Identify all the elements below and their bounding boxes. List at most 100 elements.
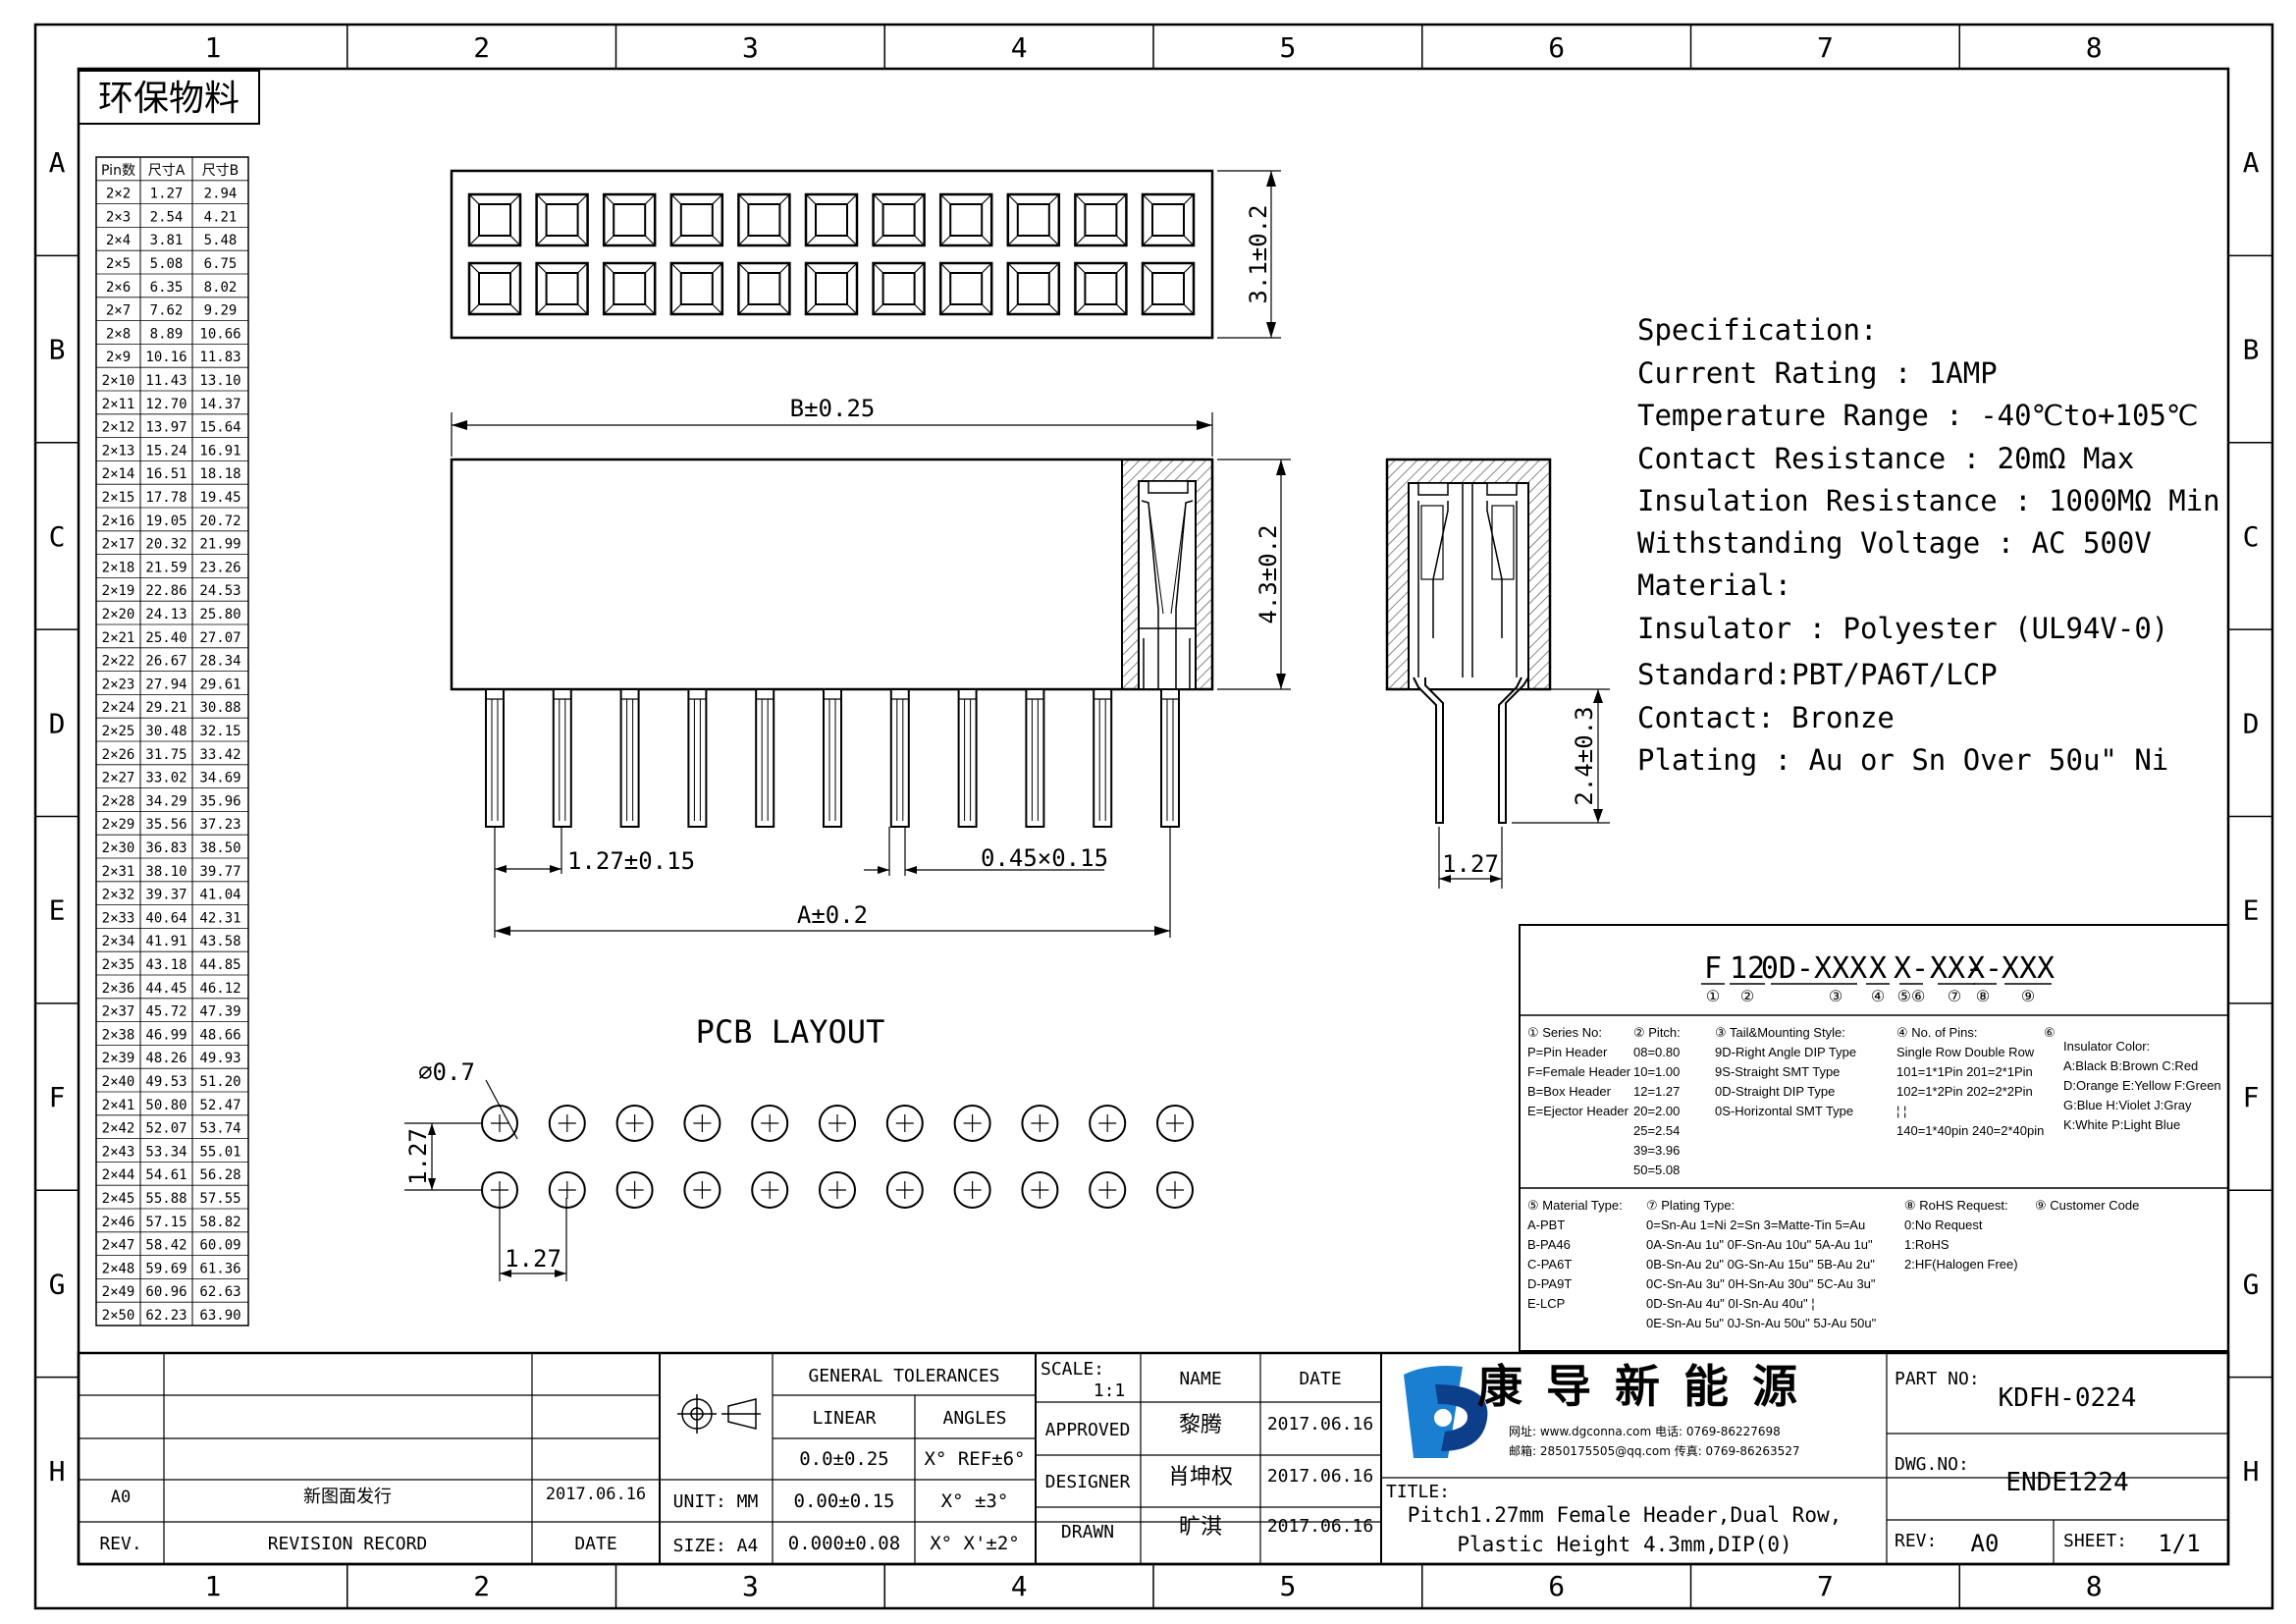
size-table-cell: 7.62	[150, 303, 184, 319]
size-table-cell: 2×42	[102, 1121, 135, 1137]
tolerance-angle: X° ±3°	[941, 1490, 1009, 1512]
code-legend-line: F=Female Header	[1527, 1064, 1631, 1079]
code-segment: X-	[1894, 951, 1929, 986]
size-table-cell: 41.91	[145, 934, 187, 949]
dim-width-b: B±0.25	[790, 395, 876, 422]
zone-row-label: C	[49, 520, 66, 553]
socket-hole	[1074, 261, 1128, 316]
size-table-cell: 2×20	[102, 607, 135, 623]
zone-row-label: A	[2243, 146, 2260, 179]
code-legend-line: D:Orange E:Yellow F:Green	[2063, 1078, 2221, 1093]
size-table-cell: 27.07	[199, 630, 240, 646]
size-table-cell: 2.94	[204, 187, 238, 202]
size-table-cell: 63.90	[199, 1308, 240, 1324]
spec-line: Temperature Range : -40℃to+105℃	[1637, 399, 2198, 432]
spec-line: Contact Resistance : 20mΩ Max	[1637, 442, 2134, 475]
zone-col-label: 7	[1817, 31, 1834, 64]
angles-label: ANGLES	[942, 1408, 1006, 1429]
size-table-cell: 39.77	[199, 864, 240, 880]
size-table-cell: 13.10	[199, 373, 240, 389]
size-table-cell: 2.54	[150, 209, 184, 225]
code-legend-line: K:White P:Light Blue	[2063, 1117, 2180, 1132]
size-table-cell: 11.43	[145, 373, 187, 389]
code-legend-line: 0E-Sn-Au 5u" 0J-Sn-Au 50u" 5J-Au 50u"	[1646, 1316, 1877, 1330]
socket-hole	[669, 192, 724, 247]
code-legend-line: ⑨ Customer Code	[2035, 1198, 2139, 1213]
size-table-cell: 2×39	[102, 1051, 135, 1066]
company-contact: 邮箱: 2850175505@qq.com 传真: 0769-86263527	[1509, 1443, 1800, 1458]
size-table-cell: 2×45	[102, 1191, 135, 1207]
code-legend-line: D-PA9T	[1527, 1276, 1572, 1291]
code-segment: 12	[1730, 951, 1765, 986]
size-table-cell: 2×29	[102, 817, 135, 833]
size-table-cell: 51.20	[199, 1074, 240, 1090]
pcb-hole	[1156, 1105, 1194, 1142]
pin	[1093, 688, 1113, 828]
size-table-cell: 24.13	[145, 607, 187, 623]
size-table-cell: 2×23	[102, 677, 135, 692]
code-legend-line: 50=5.08	[1633, 1163, 1680, 1177]
side-view	[1385, 458, 1610, 889]
size-table-cell: 20.32	[145, 537, 187, 553]
size-table-cell: 57.55	[199, 1191, 240, 1207]
person-date: 2017.06.16	[1267, 1516, 1373, 1537]
zone-row-label: F	[49, 1081, 66, 1113]
socket-hole	[1141, 261, 1196, 316]
size-table-cell: 43.18	[145, 957, 187, 973]
company-logo	[1404, 1366, 1488, 1458]
eco-label-box: 环保物料	[78, 70, 260, 125]
code-legend-line: 102=1*2Pin 202=2*2Pin	[1896, 1084, 2033, 1099]
zone-row-label: D	[49, 707, 66, 739]
pcb-hole	[548, 1105, 586, 1142]
code-legend-line: G:Blue H:Violet J:Gray	[2063, 1098, 2192, 1112]
socket-hole	[938, 261, 993, 316]
code-legend-line: ④ No. of Pins:	[1896, 1025, 1977, 1040]
socket-hole	[1074, 192, 1128, 247]
size-table-cell: 16.91	[199, 443, 240, 459]
pcb-hole	[953, 1105, 991, 1142]
rev-value: A0	[1971, 1530, 2000, 1557]
size-table-cell: 19.05	[145, 514, 187, 529]
size-table-cell: 2×3	[106, 209, 131, 225]
person-name: 黎腾	[1179, 1413, 1222, 1437]
zone-col-label: 6	[1548, 31, 1565, 64]
pin	[1160, 688, 1180, 828]
code-legend-line: E=Ejector Header	[1527, 1104, 1629, 1118]
dim-pitch: 1.27±0.15	[567, 847, 695, 875]
company-contact: 网址: www.dgconna.com 电话: 0769-86227698	[1509, 1425, 1781, 1438]
code-legend-line: 39=3.96	[1633, 1143, 1680, 1158]
dwg-number: ENDE1224	[2005, 1468, 2128, 1497]
size-table-cell: 2×13	[102, 443, 135, 459]
zone-row-label: B	[2243, 334, 2260, 366]
eco-label: 环保物料	[98, 79, 240, 119]
tolerance-linear: 0.000±0.08	[788, 1533, 900, 1554]
code-legend-line: 2:HF(Halogen Free)	[1904, 1257, 2018, 1272]
size-table-header: 尺寸B	[202, 163, 240, 179]
code-legend-line: ⑧ RoHS Request:	[1904, 1198, 2008, 1213]
size-table-cell: 2×31	[102, 864, 135, 880]
spec-line: Plating : Au or Sn Over 50u" Ni	[1637, 743, 2168, 777]
socket-hole	[602, 192, 657, 247]
socket-hole	[602, 261, 657, 316]
size-table-cell: 39.37	[145, 888, 187, 903]
pcb-pitch-h: 1.27	[505, 1245, 561, 1272]
tolerance-angle: X° REF±6°	[925, 1448, 1026, 1470]
code-legend-line: ¦ ¦	[1896, 1104, 1906, 1118]
dim-side-pitch: 1.27	[1442, 850, 1499, 878]
size-table-cell: 6.75	[204, 256, 238, 272]
size-label: SIZE: A4	[673, 1536, 759, 1556]
zone-col-label: 7	[1817, 1570, 1834, 1602]
socket-hole	[872, 192, 926, 247]
socket-hole	[1006, 192, 1061, 247]
zone-row-label: A	[49, 146, 66, 179]
size-table-cell: 34.29	[145, 793, 187, 809]
code-legend-line: ⑦ Plating Type:	[1646, 1198, 1735, 1213]
size-table-cell: 41.04	[199, 888, 240, 903]
size-table-cell: 2×14	[102, 466, 135, 482]
size-table-cell: 62.23	[145, 1308, 187, 1324]
size-table-cell: 29.61	[199, 677, 240, 692]
size-table-cell: 2×32	[102, 888, 135, 903]
size-table-cell: 53.74	[199, 1121, 240, 1137]
dwg-no-label: DWG.NO:	[1895, 1454, 1969, 1475]
